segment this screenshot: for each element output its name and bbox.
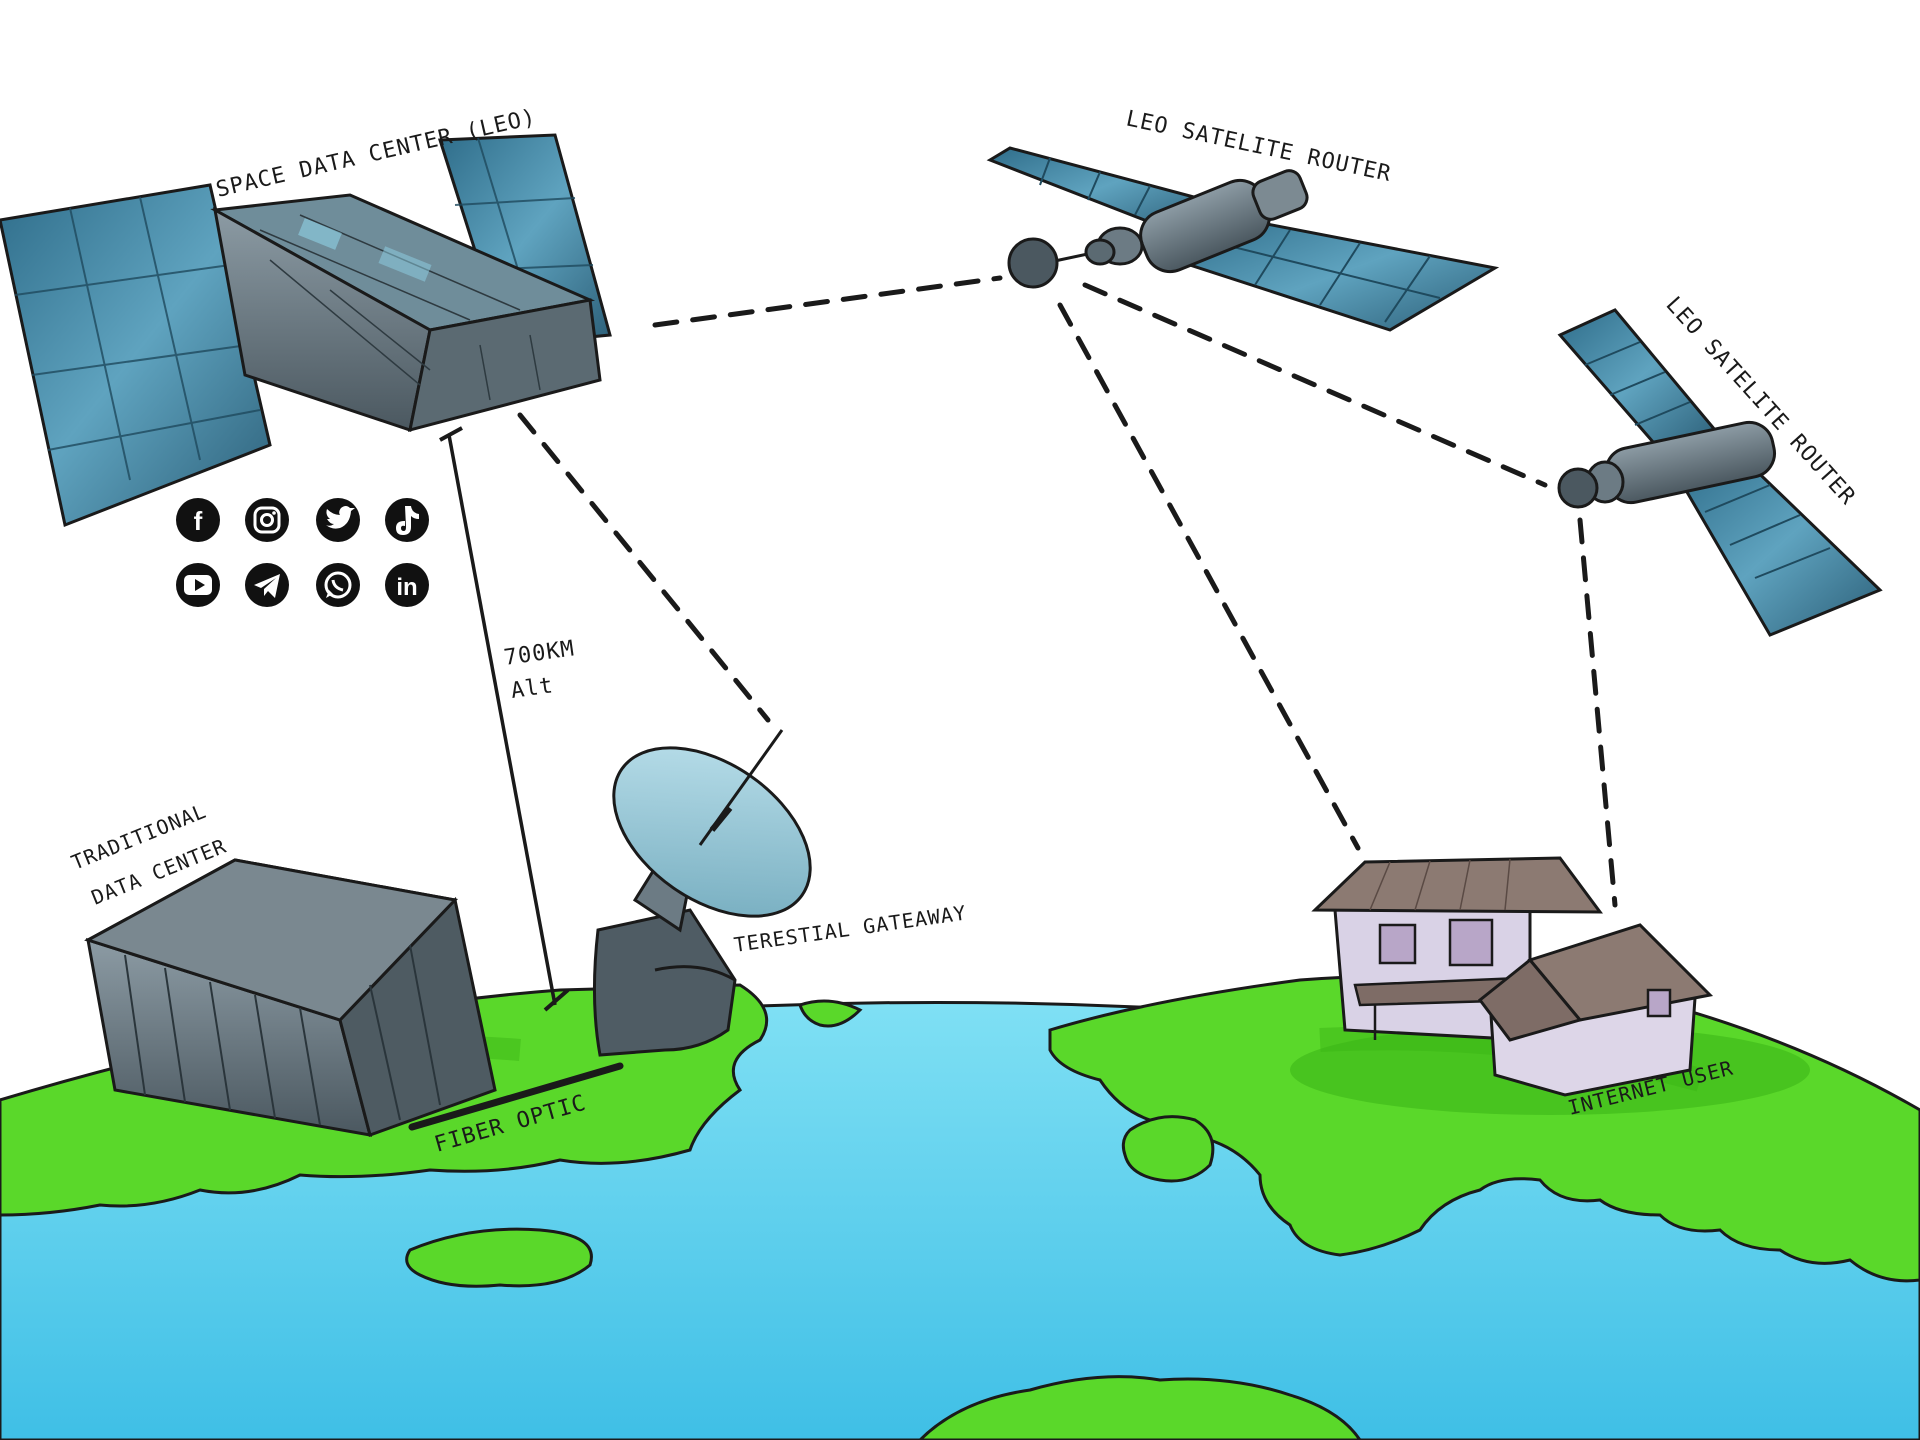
leo-satellite-router-2 — [1557, 308, 1883, 637]
label-altitude: 700KM — [502, 636, 576, 671]
leo2-dish — [1557, 467, 1599, 509]
space-data-center — [0, 133, 612, 528]
island-left — [405, 1227, 593, 1288]
island-center — [1121, 1115, 1215, 1183]
link-spacedc-to-gateway — [517, 412, 771, 723]
traditional-data-center — [84, 858, 497, 1137]
house-main-roof — [1311, 856, 1603, 914]
leo-satellite-router-1 — [986, 146, 1500, 332]
social-icons: f — [176, 498, 429, 607]
link-leo2-to-user — [1577, 517, 1618, 908]
land-left-tip — [798, 999, 863, 1028]
whatsapp-icon[interactable] — [316, 563, 360, 607]
telegram-icon[interactable] — [245, 563, 289, 607]
label-leo-router-1: LEO SATELITE ROUTER — [1124, 106, 1394, 187]
fiber-optic-cable — [408, 1062, 624, 1131]
solar-panel-left — [0, 183, 272, 528]
connection-lines — [408, 275, 1618, 1131]
youtube-icon[interactable] — [176, 563, 220, 607]
label-altitude-unit: Alt — [509, 673, 555, 704]
link-leo1-to-leo2 — [1082, 282, 1548, 488]
linkedin-icon[interactable]: in — [385, 563, 429, 607]
window — [1378, 923, 1417, 965]
link-spacedc-to-leo1 — [652, 275, 1003, 328]
svg-text:f: f — [194, 506, 203, 536]
twitter-icon[interactable] — [316, 498, 360, 542]
window — [1646, 988, 1672, 1018]
link-leo1-to-user — [1057, 302, 1361, 851]
tiktok-icon[interactable] — [385, 498, 429, 542]
facebook-icon[interactable]: f — [176, 498, 220, 542]
internet-user-house — [1290, 856, 1810, 1115]
svg-text:in: in — [396, 574, 417, 601]
land-bottom — [917, 1375, 1362, 1440]
altitude-line — [447, 434, 557, 1006]
gateway-base — [592, 908, 737, 1057]
window — [1448, 918, 1494, 967]
gateway-dish — [612, 746, 812, 918]
module-side — [408, 298, 602, 433]
terrestrial-gateway — [592, 729, 812, 1057]
instagram-icon[interactable] — [245, 498, 289, 542]
leo1-dish — [1007, 237, 1059, 289]
